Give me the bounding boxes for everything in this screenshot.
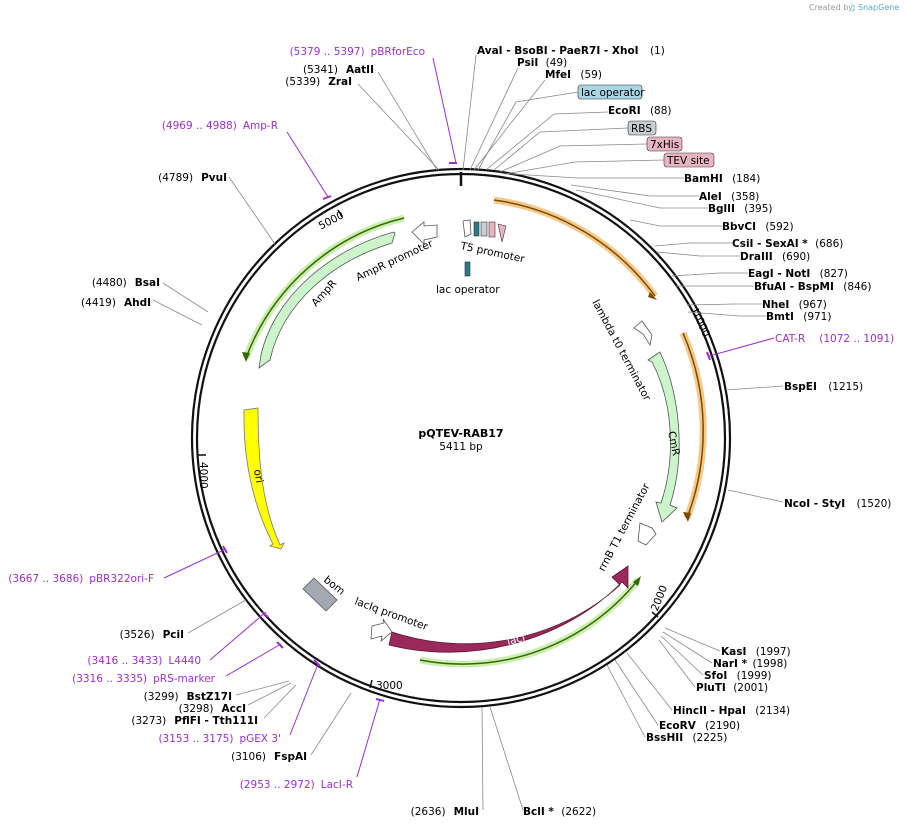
site-label-alei[interactable]: AleI (358) [699, 191, 759, 203]
tag-7xhis-label: 7xHis [650, 139, 679, 151]
laci-orf-arc-head [633, 576, 641, 586]
site-label-bfuai-group[interactable]: BfuAI - BspMI (846) [754, 281, 871, 293]
tag-rbs-label: RBS [631, 123, 652, 135]
feature-lac-operator-inner[interactable]: lac operator [436, 261, 500, 296]
plasmid-name: pQTEV-RAB17 [418, 427, 503, 440]
tag-tev-site-label: TEV site [666, 155, 710, 167]
primer-label-amp-r[interactable]: (4969 .. 4988)Amp-R [162, 120, 278, 132]
tick-label-4000: 4000 [197, 462, 209, 489]
feature-laci[interactable]: lacI [388, 565, 629, 653]
amp-orf-arc-head [242, 352, 250, 362]
site-label-bglii[interactable]: BglII (395) [708, 203, 773, 215]
label-laci: lacI [506, 632, 527, 648]
tick-3000: 3000 [369, 679, 403, 692]
site-label-pluti[interactable]: PluTI (2001) [696, 682, 768, 694]
site-label-eagi-group[interactable]: EagI - NotI (827) [748, 268, 848, 280]
site-label-bspei[interactable]: BspEI (1215) [784, 381, 863, 393]
tick-label-5000: 5000 [317, 209, 346, 232]
site-label-ecori[interactable]: EcoRI (88) [608, 105, 672, 117]
site-label-ecorv[interactable]: EcoRV (2190) [659, 720, 740, 732]
site-label-nari[interactable]: NarI * (1998) [713, 658, 787, 670]
site-label-bbvci[interactable]: BbvCI (592) [722, 221, 794, 233]
credit-text: Created by [809, 3, 853, 12]
site-label-bamhi[interactable]: BamHI (184) [684, 173, 760, 185]
tick-4000: 4000 [197, 454, 209, 489]
primer-label-l4440[interactable]: (3416 .. 3433)L4440 [87, 655, 201, 667]
primer-leaders [163, 57, 775, 778]
site-label-pvui[interactable]: (4789)PvuI [158, 172, 227, 184]
primer-label-pbrforeco[interactable]: (5379 .. 5397)pBRforEco [290, 46, 425, 58]
site-label-mlui[interactable]: (2636)MluI [411, 806, 479, 818]
primer-label-prs-marker[interactable]: (3316 .. 3335)pRS-marker [72, 673, 216, 685]
site-label-pcii[interactable]: (3526)PciI [120, 629, 184, 641]
site-label-kasi[interactable]: KasI (1997) [721, 646, 791, 658]
site-label-sfoi[interactable]: SfoI (1999) [704, 670, 772, 682]
tag-tev-site[interactable]: TEV site [504, 152, 715, 175]
label-cmr: CmR [665, 430, 682, 457]
site-label-ncoi-group[interactable]: NcoI - StyI (1520) [784, 498, 891, 510]
site-label-aatii[interactable]: (5341)AatII [303, 64, 374, 76]
tag-lac-operator-label: lac operator [581, 87, 645, 99]
tick-label-2000: 2000 [649, 584, 670, 613]
tick-label-1000: 1000 [690, 310, 712, 339]
site-label-draiii[interactable]: DraIII (690) [740, 251, 810, 263]
label-laciq-promoter: lacIq promoter [353, 596, 430, 634]
orf-arc-1 [493, 196, 658, 299]
label-lambda-terminator: lambda t0 terminator [589, 298, 653, 404]
feature-ori[interactable]: ori [243, 407, 285, 550]
feature-cmr[interactable]: CmR [647, 351, 682, 523]
site-label-bmti[interactable]: BmtI (971) [766, 311, 831, 323]
orf-arc-2-head [683, 512, 691, 522]
feature-lambda-terminator[interactable]: lambda t0 terminator [589, 298, 653, 404]
orf-arc-1-core [493, 199, 656, 297]
tag-7xhis[interactable]: 7xHis [499, 136, 683, 173]
site-label-ahdi[interactable]: (4419)AhdI [81, 297, 151, 309]
site-label-bsai[interactable]: (4480)BsaI [92, 277, 160, 289]
site-label-csii-group[interactable]: CsiI - SexAI * (686) [732, 238, 843, 250]
feature-bom[interactable]: bom [302, 574, 347, 612]
label-lac-operator-inner: lac operator [436, 284, 500, 296]
snapgene-logo-icon [851, 2, 855, 12]
site-label-bcli[interactable]: BclI * (2622) [523, 806, 596, 818]
primer-label-pgex3[interactable]: (3153 .. 3175)pGEX 3' [158, 733, 281, 745]
brand-text: SnapGene [858, 3, 899, 12]
tag-lac-operator[interactable]: lac operator [477, 84, 645, 171]
site-label-acci[interactable]: (3298)AccI [179, 703, 246, 715]
primer-label-cat-r[interactable]: CAT-R(1072 .. 1091) [775, 333, 894, 345]
site-leaders [152, 54, 784, 811]
site-label-pflfi-group[interactable]: (3273)PflFI - Tth111I [131, 715, 258, 727]
primer-label-laci-r[interactable]: (2953 .. 2972)LacI-R [240, 779, 353, 791]
orf-arc-1-head [648, 292, 657, 300]
site-label-mfei[interactable]: MfeI (59) [545, 69, 602, 81]
label-ori: ori [251, 468, 265, 484]
backbone-outer [190, 167, 732, 709]
orf-arc-2-core [682, 332, 704, 519]
tick-label-3000: 3000 [376, 680, 403, 692]
plasmid-length: 5411 bp [439, 441, 483, 453]
tag-rbs[interactable]: RBS [493, 120, 657, 171]
primer-label-pbr322ori-f[interactable]: (3667 .. 3686)pBR322ori-F [8, 573, 154, 585]
site-label-hincii-group[interactable]: HincII - HpaI (2134) [673, 705, 790, 717]
site-label-bsshii[interactable]: BssHII (2225) [646, 732, 727, 744]
site-label-fspai[interactable]: (3106)FspAI [231, 751, 307, 763]
tick-5000: 5000 [317, 209, 346, 232]
feature-lac-operator-small[interactable] [473, 221, 507, 243]
laci-orf-arc-core [419, 579, 639, 665]
site-label-bstz17i[interactable]: (3299)BstZ17I [144, 691, 232, 703]
amp-orf-arc-core [245, 217, 405, 359]
site-label-nhei[interactable]: NheI (967) [762, 299, 827, 311]
site-label-zrai[interactable]: (5339)ZraI [285, 76, 352, 88]
site-label-avai-group[interactable]: AvaI - BsoBI - PaeR7I - XhoI (1) [477, 45, 665, 57]
feature-rrnb-terminator[interactable]: rrnB T1 terminator [596, 481, 657, 573]
site-label-psii[interactable]: PsiI (49) [517, 57, 567, 69]
